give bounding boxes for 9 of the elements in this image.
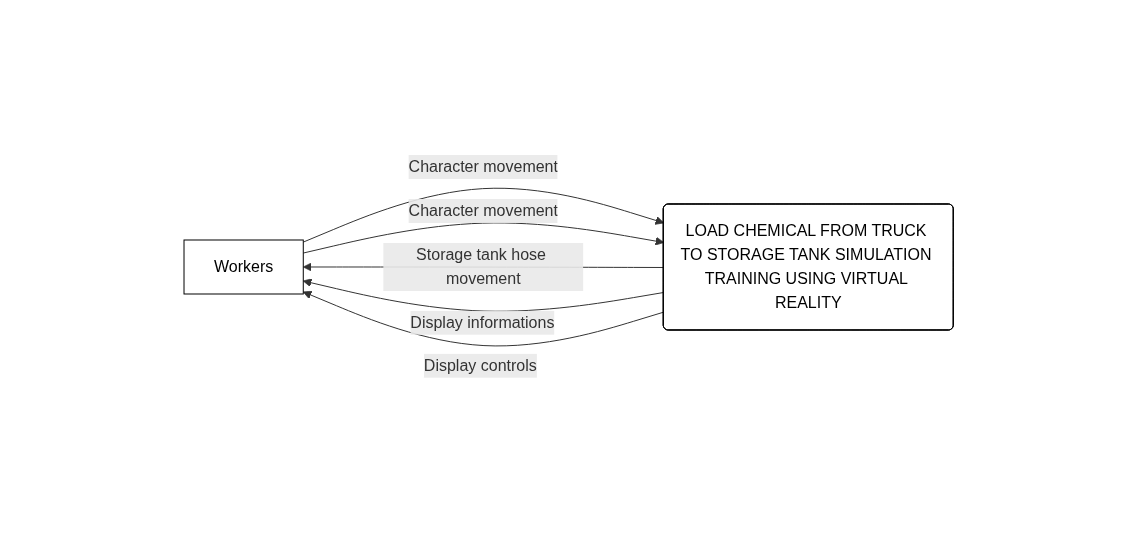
- arrow: [302, 222, 664, 254]
- arrow: [302, 187, 664, 243]
- edge-label: Storage tank hose movement: [415, 246, 546, 288]
- edge-label: Character movement: [408, 158, 558, 176]
- edge-label: Character movement: [408, 202, 558, 220]
- arrow: [302, 291, 665, 347]
- node-box: Workers: [183, 239, 304, 295]
- edge-label: Display informations: [410, 313, 555, 331]
- edge-label: Display controls: [423, 356, 537, 374]
